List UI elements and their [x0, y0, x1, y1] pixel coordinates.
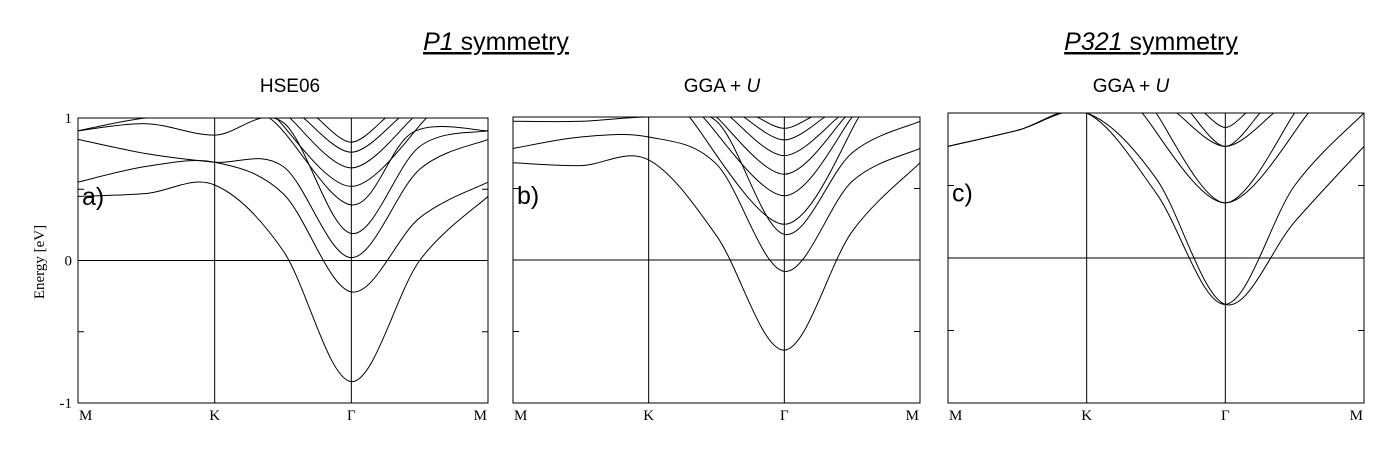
x-tick-label: Γ — [780, 408, 789, 424]
y-tick-label: 0 — [65, 254, 73, 270]
panel-1: HSE06 -1 0 1M K Γ Ma) — [60, 76, 489, 424]
band-line — [78, 160, 488, 293]
band-line — [729, 117, 839, 157]
band-line — [78, 181, 488, 383]
x-tick-label: K — [209, 408, 220, 424]
x-tick-label: M — [79, 408, 92, 424]
bands — [513, 117, 920, 351]
x-tick-label: K — [643, 408, 654, 424]
band-line — [702, 117, 853, 197]
band-line — [1155, 113, 1296, 204]
y-tick-label: -1 — [60, 396, 73, 412]
panel-title: HSE06 — [260, 76, 320, 97]
panel-label: c) — [952, 179, 973, 207]
panel-label: a) — [82, 183, 104, 211]
y-tick-label: 1 — [65, 111, 73, 127]
x-tick-label: M — [906, 408, 919, 424]
panel-title: GGA + U — [684, 76, 761, 97]
panel-title: GGA + U — [1093, 76, 1170, 97]
band-line — [275, 118, 427, 187]
band-line — [289, 118, 414, 169]
band-line — [513, 117, 920, 235]
band-line — [689, 117, 860, 225]
band-line — [78, 138, 488, 259]
band-line — [948, 113, 1364, 305]
panels: HSE06 -1 0 1M K Γ Ma) GGA + U M K Γ Mb) GGA + U M K Γ Mc… — [60, 76, 1365, 424]
band-line — [1204, 113, 1247, 129]
x-tick-label: M — [474, 408, 487, 424]
band-line — [716, 117, 846, 175]
band-line — [316, 118, 386, 143]
y-axis-label: Energy [eV] — [32, 225, 48, 299]
x-tick-label: K — [1081, 408, 1092, 424]
bands — [948, 113, 1364, 306]
band-line — [78, 118, 488, 234]
band-line — [756, 117, 812, 129]
x-tick-label: Γ — [347, 408, 356, 424]
panel-3: GGA + U M K Γ Mc) — [947, 76, 1365, 424]
band-line — [303, 118, 400, 153]
x-tick-label: M — [949, 408, 962, 424]
p321-symmetry-header: P321 symmetry — [1064, 28, 1238, 56]
bands — [78, 118, 488, 383]
x-tick-label: M — [514, 408, 527, 424]
band-line — [513, 134, 920, 272]
x-tick-label: Γ — [1221, 408, 1230, 424]
band-line — [743, 117, 826, 141]
panel-2: GGA + U M K Γ Mb) — [512, 76, 921, 424]
panel-label: b) — [517, 182, 539, 210]
band-line — [513, 155, 920, 351]
p1-symmetry-header: P1 symmetry — [423, 28, 569, 56]
band-line — [948, 113, 1364, 306]
x-tick-label: M — [1350, 408, 1363, 424]
band-line — [78, 118, 488, 206]
band-line — [1190, 113, 1261, 147]
